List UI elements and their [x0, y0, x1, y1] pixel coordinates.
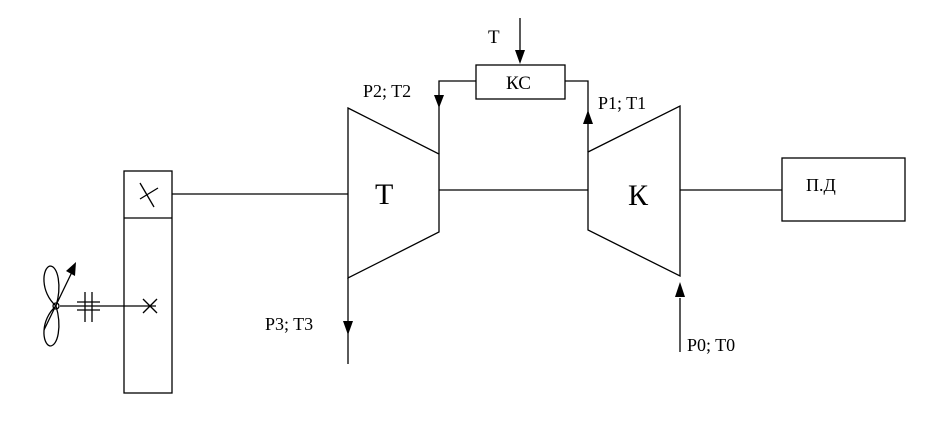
state-2-label: P2; T2: [363, 81, 411, 101]
gearbox-upper-mark-b: [139, 187, 159, 200]
propeller-hub: [52, 302, 60, 310]
compressor-outlet-arrowhead: [583, 110, 593, 124]
turbine-exhaust-arrowhead: [343, 321, 353, 335]
turbine-inlet-arrowhead: [434, 95, 444, 108]
compressor-to-chamber-pipe: [565, 80, 589, 152]
pitch-arrowhead: [66, 262, 76, 276]
fuel-input-arrowhead: [515, 50, 525, 64]
gearbox-lower-mark-b: [142, 298, 158, 314]
propeller-blade-upper: [43, 265, 60, 307]
propeller-blade-lower: [43, 305, 60, 347]
combustion-chamber-box: [475, 64, 566, 100]
compressor-shape: [587, 104, 681, 278]
compressor-inlet-arrowhead: [675, 282, 685, 297]
starter-box: [781, 157, 906, 222]
fuel-input-label: T: [488, 27, 500, 48]
starter-label: П.Д: [806, 175, 836, 195]
state-0-label: P0; T0: [687, 335, 735, 355]
chamber-to-turbine-pipe: [438, 80, 476, 154]
pitch-arrow-line: [43, 271, 73, 331]
combustion-chamber-label: КС: [506, 73, 531, 94]
turbine-shape: [347, 106, 440, 280]
compressor-label: К: [628, 179, 649, 212]
propeller-icon: [43, 262, 76, 347]
gearbox-box: [123, 170, 173, 394]
state-3-label: P3; T3: [265, 314, 313, 334]
turbine-label: Т: [375, 178, 393, 211]
state-1-label: P1; T1: [598, 93, 646, 113]
